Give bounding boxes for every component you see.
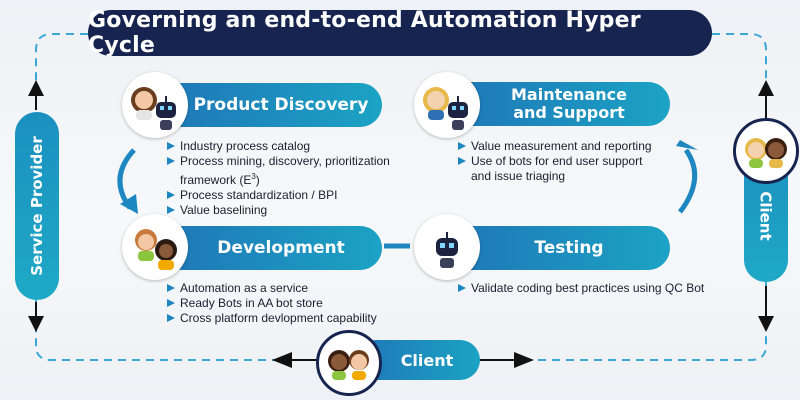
woman-avatar-icon bbox=[155, 239, 177, 270]
woman-avatar-icon bbox=[328, 350, 350, 380]
testing-avatar-circle bbox=[414, 214, 480, 280]
woman-avatar-icon bbox=[765, 138, 787, 168]
list-item-text: framework (E bbox=[180, 173, 252, 187]
list-item: Process mining, discovery, prioritizatio… bbox=[167, 154, 407, 188]
stage-pill-maintenance: Maintenance and Support bbox=[448, 82, 670, 126]
woman-avatar-icon bbox=[745, 138, 767, 168]
service-provider-pill: Service Provider bbox=[15, 112, 59, 300]
pill-label-line: Maintenance bbox=[510, 85, 627, 104]
discovery-list: Industry process catalog Process mining,… bbox=[167, 139, 407, 218]
client-right-label: Client bbox=[757, 191, 776, 241]
list-item-text: Use of bots for end user support bbox=[471, 154, 643, 168]
robot-icon bbox=[156, 96, 176, 130]
man-avatar-icon bbox=[349, 350, 369, 380]
maintenance-list: Value measurement and reporting Use of b… bbox=[458, 139, 708, 184]
woman-avatar-icon bbox=[423, 87, 449, 120]
stage-pill-development: Development bbox=[160, 226, 382, 270]
superscript: 3 bbox=[251, 172, 256, 181]
list-item: Ready Bots in AA bot store bbox=[167, 296, 417, 311]
list-item: Industry process catalog bbox=[167, 139, 407, 154]
diagram-title: Governing an end-to-end Automation Hyper… bbox=[88, 8, 712, 58]
stage-pill-product-discovery: Product Discovery bbox=[160, 83, 382, 127]
service-provider-label: Service Provider bbox=[28, 136, 47, 276]
robot-icon bbox=[436, 232, 458, 268]
list-item: Value baselining bbox=[167, 203, 407, 218]
client-right-avatar-circle bbox=[733, 118, 799, 184]
client-bottom-avatar-circle bbox=[316, 330, 382, 396]
pill-label-line: and Support bbox=[513, 103, 625, 122]
development-list: Automation as a service Ready Bots in AA… bbox=[167, 281, 417, 326]
list-item-text: and issue triaging bbox=[471, 169, 566, 183]
list-item: Process standardization / BPI bbox=[167, 188, 407, 203]
arrow-icon bbox=[676, 140, 698, 150]
list-item: Cross platform devlopment capability bbox=[167, 311, 417, 326]
arrow-icon bbox=[120, 194, 138, 214]
woman-avatar-icon bbox=[131, 87, 157, 120]
list-item-text: Process mining, discovery, prioritizatio… bbox=[180, 154, 390, 168]
robot-icon bbox=[448, 96, 468, 130]
development-avatar-circle bbox=[122, 214, 188, 280]
stage-pill-testing: Testing bbox=[448, 226, 670, 270]
testing-list: Validate coding best practices using QC … bbox=[458, 281, 738, 296]
discovery-avatar-circle bbox=[122, 72, 188, 138]
man-avatar-icon bbox=[135, 229, 157, 261]
list-item: Automation as a service bbox=[167, 281, 417, 296]
maintenance-avatar-circle bbox=[414, 72, 480, 138]
list-item: Validate coding best practices using QC … bbox=[458, 281, 738, 296]
list-item-text: ) bbox=[255, 173, 260, 187]
list-item: Value measurement and reporting bbox=[458, 139, 708, 154]
